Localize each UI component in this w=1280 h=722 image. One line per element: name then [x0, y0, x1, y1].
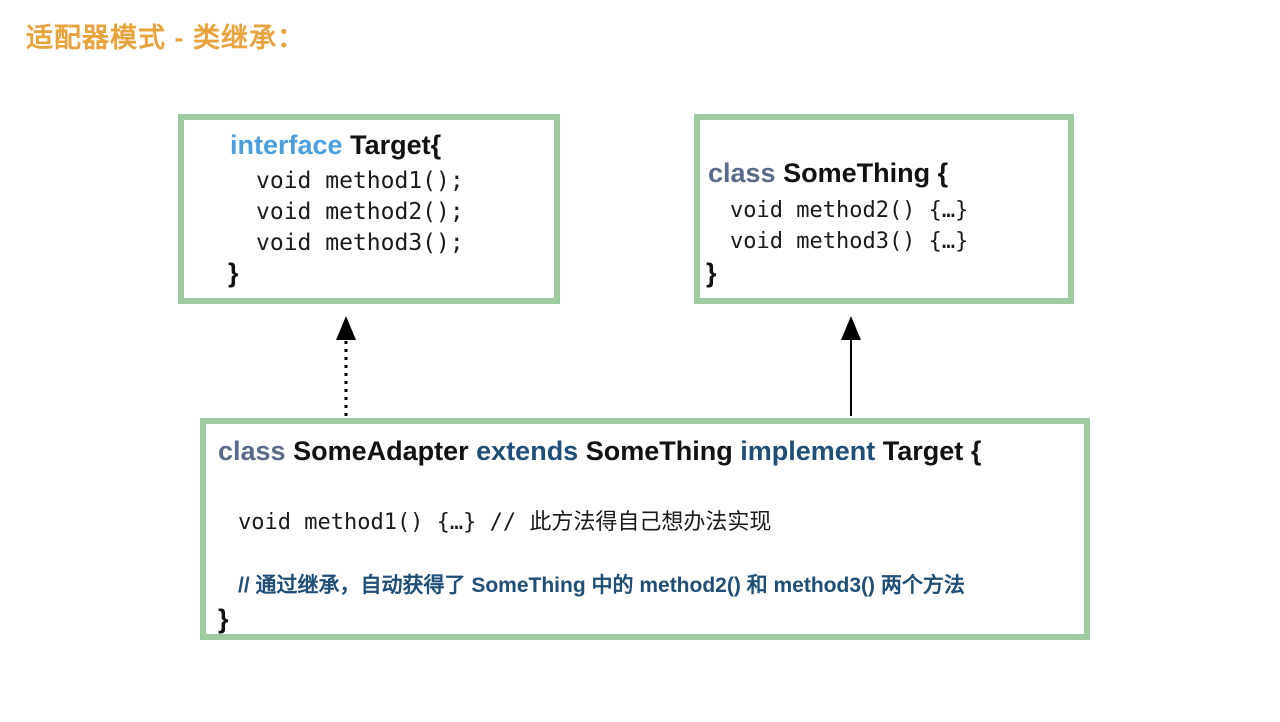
interface-name: Target: [350, 130, 431, 160]
adapter-class-name: SomeAdapter: [293, 436, 469, 466]
page-title: 适配器模式 - 类继承：: [26, 23, 305, 53]
interface-open-brace: {: [430, 130, 442, 160]
implement-keyword: implement: [740, 436, 876, 466]
adapter-note-line: // 通过继承，自动获得了 SomeThing 中的 method2() 和 m…: [238, 574, 965, 597]
class-open-brace: {: [937, 158, 949, 188]
interface-target-box: interface Target{ void method1(); void m…: [178, 114, 560, 304]
interface-member-1: void method1();: [256, 168, 464, 194]
class-someadapter-signature: class SomeAdapter extends SomeThing impl…: [218, 436, 981, 467]
class-name: SomeThing: [783, 158, 931, 188]
implements-arrow-icon: [336, 316, 356, 416]
interface-member-3: void method3();: [256, 230, 464, 256]
interface-target-signature: interface Target{: [230, 130, 441, 161]
class-something-member-1: void method2() {…}: [730, 198, 969, 223]
class-something-signature: class SomeThing {: [708, 158, 948, 189]
adapter-open-brace: {: [970, 436, 982, 466]
class-someadapter-box: class SomeAdapter extends SomeThing impl…: [200, 418, 1090, 640]
interface-close-brace: }: [228, 258, 239, 288]
class-something-box: class SomeThing { void method2() {…} voi…: [694, 114, 1074, 304]
adapter-class-keyword: class: [218, 436, 286, 466]
extends-arrow-icon: [841, 316, 861, 416]
extends-keyword: extends: [476, 436, 579, 466]
implement-target-name: Target: [882, 436, 964, 466]
interface-keyword: interface: [230, 130, 343, 160]
class-something-member-2: void method3() {…}: [730, 229, 969, 254]
extends-target-name: SomeThing: [585, 436, 733, 466]
class-something-close-brace: }: [706, 258, 717, 288]
class-keyword: class: [708, 158, 776, 188]
adapter-member-line: void method1() {…} // 此方法得自己想办法实现: [238, 510, 772, 535]
adapter-close-brace: }: [218, 604, 229, 634]
interface-member-2: void method2();: [256, 199, 464, 225]
